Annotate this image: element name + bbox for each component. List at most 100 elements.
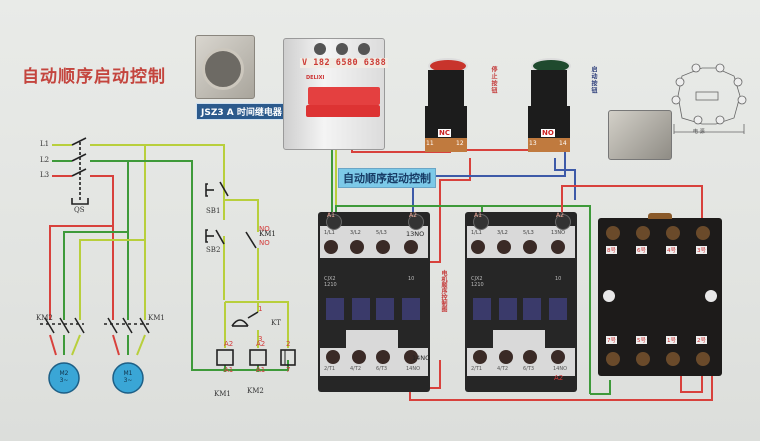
- side-note: 电机顺序控制图: [440, 270, 447, 312]
- coil-km1-a2: A2: [224, 340, 234, 348]
- km2-model: CJX2 1210: [471, 276, 484, 288]
- main-contacts: [40, 317, 150, 334]
- km2-term-6: 6/T3: [523, 366, 535, 372]
- circuit-breaker: DELIXI: [283, 38, 385, 150]
- socket-label-3: 3号: [696, 246, 707, 254]
- power-schematic: [49, 144, 280, 371]
- relay-photo: [608, 110, 672, 160]
- label-qs: QS: [74, 206, 85, 214]
- motor-m1-phase: 3~: [123, 377, 133, 384]
- label-l1: L1: [40, 140, 50, 148]
- label-sb2: SB2: [206, 246, 221, 254]
- stop-nc-label: NC: [438, 129, 451, 137]
- km1-a2-terminal[interactable]: [408, 214, 424, 230]
- subtitle-badge: 自动顺序起动控制: [338, 168, 436, 188]
- socket-label-1: 1号: [666, 336, 677, 344]
- timer-relay: [195, 35, 255, 99]
- qs-switch-symbol: [71, 137, 89, 205]
- wire-l3-main: [90, 175, 114, 228]
- start-button-caption: 启动按钮: [590, 66, 597, 94]
- km1-term-5: 5/L3: [376, 230, 387, 236]
- coil-kt: [280, 349, 296, 366]
- km1-term-4: 4/T2: [350, 366, 362, 372]
- km1-term-6: 6/T3: [376, 366, 388, 372]
- relay-socket: 8号 6号 4号 3号 7号 5号 1号 2号: [598, 213, 722, 376]
- km1-code: 10: [408, 276, 415, 282]
- start-terminal-13: 13: [529, 140, 537, 147]
- socket-label-8: 8号: [606, 246, 617, 254]
- label-km1-contact: KM1: [259, 230, 276, 238]
- km2-a2-bottom-label: A2: [554, 374, 564, 382]
- coil-km1-name: KM1: [214, 390, 231, 398]
- timer-relay-label: JSZ3 A 时间继电器: [196, 103, 287, 120]
- km1-a1-terminal[interactable]: [326, 214, 342, 230]
- socket-label-5: 5号: [636, 336, 647, 344]
- start-button[interactable]: NO 13 14: [528, 58, 571, 153]
- km2-term-1: 1/L1: [471, 230, 482, 236]
- km1-term-2: 2/T1: [324, 366, 336, 372]
- km1-model: CJX2 1210: [324, 276, 337, 288]
- coil-km2: [249, 349, 267, 366]
- km2-code: 10: [555, 276, 562, 282]
- page-title: 自动顺序启动控制: [22, 67, 166, 87]
- motor-m1: [112, 362, 144, 394]
- motor-m2: [48, 362, 80, 394]
- coil-km2-a1: A1: [256, 366, 266, 374]
- coil-km1: [216, 349, 234, 366]
- label-no-2: NO: [259, 239, 270, 247]
- km1-a1-label: A1: [327, 212, 335, 219]
- km1-term-3: 3/L2: [350, 230, 361, 236]
- kt-pin-7: 7: [286, 366, 291, 374]
- kt-pin-1: 1: [258, 305, 263, 313]
- km2-a1-label: A1: [474, 212, 482, 219]
- label-sb1: SB1: [206, 207, 221, 215]
- contactor-km2: A1 A2 1/L1 3/L2 5/L3 13NO CJX2 1210 10 2…: [465, 212, 577, 392]
- timer-dial: [202, 48, 244, 90]
- km2-term-13no: 13NO: [551, 230, 566, 236]
- km2-term-2: 2/T1: [471, 366, 483, 372]
- breaker-brand: DELIXI: [306, 75, 325, 81]
- motor-m1-name: M1: [123, 370, 133, 377]
- km2-a1-terminal[interactable]: [473, 214, 489, 230]
- label-l2: L2: [40, 156, 50, 164]
- motor-m2-name: M2: [59, 370, 69, 377]
- kt-label: KT: [271, 319, 281, 327]
- stop-button[interactable]: NC 11 12: [425, 58, 468, 153]
- km2-a2-label: A2: [556, 212, 564, 219]
- coil-km1-a1: A1: [224, 366, 234, 374]
- socket-label-4: 4号: [666, 246, 677, 254]
- km2-term-14no: 14NO: [553, 366, 568, 372]
- wire-l1-main: [90, 144, 225, 180]
- km1-a2-label: A2: [409, 212, 417, 219]
- stop-terminal-11: 11: [426, 140, 434, 147]
- km1-term-13no: 13NO: [406, 230, 425, 238]
- pinout-power-label: 电 源: [693, 129, 705, 135]
- pinout-diagram: [671, 63, 747, 134]
- phone-number: V 182 6580 6388: [300, 58, 389, 68]
- label-l3: L3: [40, 171, 50, 179]
- kt-pin-3: 3: [258, 335, 263, 343]
- km1-term-14no: 14NO: [406, 366, 421, 372]
- breaker-handles[interactable]: [308, 87, 380, 105]
- label-km1-main: KM1: [148, 314, 165, 322]
- socket-label-7: 7号: [606, 336, 617, 344]
- stop-terminal-12: 12: [456, 140, 464, 147]
- kt-pin-2: 2: [286, 340, 291, 348]
- stop-button-caption: 停止按钮: [490, 66, 497, 94]
- sb-symbols: [205, 181, 259, 327]
- label-no-1: NO: [259, 225, 270, 233]
- start-no-label: NO: [541, 129, 555, 137]
- start-terminal-14: 14: [559, 140, 567, 147]
- km2-term-4: 4/T2: [497, 366, 509, 372]
- label-km2-contact: KM2: [36, 314, 53, 322]
- coil-km2-a2: A2: [256, 340, 266, 348]
- motor-m2-phase: 3~: [59, 377, 69, 384]
- socket-label-6: 6号: [636, 246, 647, 254]
- km2-a2-terminal[interactable]: [555, 214, 571, 230]
- contactor-km1: A1 A2 1/L1 3/L2 5/L3 13NO CJX2 1210 10 2…: [318, 212, 430, 392]
- km1-aux-14no: 14NO: [412, 354, 431, 362]
